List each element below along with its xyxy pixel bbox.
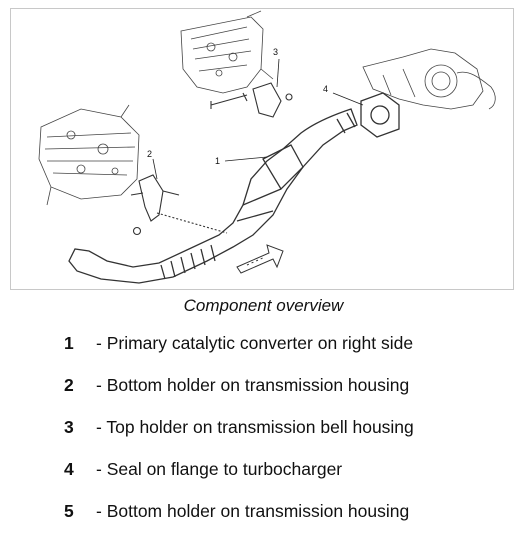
callout-4: 4 xyxy=(323,84,328,94)
callout-2: 2 xyxy=(147,149,152,159)
component-legend: 1 - Primary catalytic converter on right… xyxy=(60,330,520,540)
legend-description: - Primary catalytic converter on right s… xyxy=(96,333,414,353)
callout-3: 3 xyxy=(273,47,278,57)
legend-description: - Bottom holder on transmission housing xyxy=(96,501,410,521)
catalytic-converter xyxy=(68,108,358,284)
legend-item: 3 - Top holder on transmission bell hous… xyxy=(60,414,520,456)
legend-number: 2 xyxy=(64,375,74,395)
diagram-drawing: 1 2 3 4 xyxy=(38,10,496,284)
top-holder-bracket xyxy=(210,82,293,118)
legend-item: 5 - Bottom holder on transmission housin… xyxy=(60,498,520,540)
legend-number: 1 xyxy=(64,333,74,353)
legend-item: 1 - Primary catalytic converter on right… xyxy=(60,330,520,372)
legend-item: 4 - Seal on flange to turbocharger xyxy=(60,456,520,498)
bottom-holder-bracket xyxy=(130,174,228,236)
legend-number: 5 xyxy=(64,501,74,521)
legend-description: - Bottom holder on transmission housing xyxy=(96,375,410,395)
direction-arrow xyxy=(236,244,284,274)
legend-number: 3 xyxy=(64,417,74,437)
exhaust-diagram: 1 2 3 4 xyxy=(10,8,514,290)
flange-seal xyxy=(360,92,400,138)
turbocharger xyxy=(362,48,496,110)
legend-description: - Seal on flange to turbocharger xyxy=(96,459,343,479)
legend-item: 2 - Bottom holder on transmission housin… xyxy=(60,372,520,414)
figure-caption: Component overview xyxy=(183,296,344,315)
legend-number: 4 xyxy=(64,459,74,479)
transmission-housing-upper xyxy=(180,10,274,94)
transmission-housing-left xyxy=(38,104,140,206)
callout-1: 1 xyxy=(215,156,220,166)
legend-description: - Top holder on transmission bell housin… xyxy=(96,417,414,437)
